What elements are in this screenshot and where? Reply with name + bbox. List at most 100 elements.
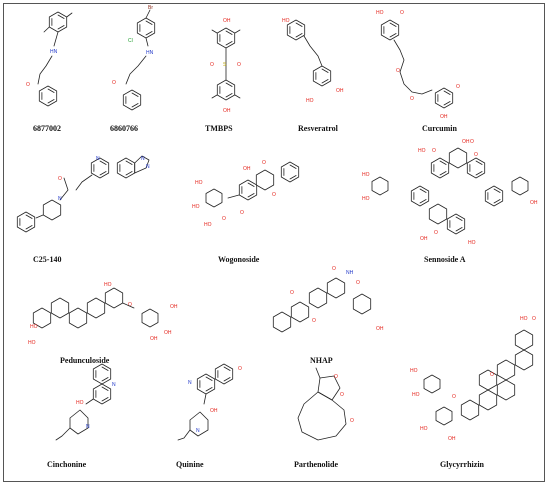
svg-text:N: N: [86, 424, 90, 430]
structure-wogonoside: OH O O O HO HO HO O: [192, 160, 300, 228]
svg-text:N: N: [96, 156, 100, 162]
structure-quinine: N O OH N: [177, 363, 242, 441]
svg-text:O: O: [237, 62, 241, 68]
svg-text:OH: OH: [210, 408, 218, 414]
svg-text:HO: HO: [192, 204, 200, 210]
svg-text:S: S: [223, 62, 227, 68]
svg-text:Cl: Cl: [128, 38, 133, 44]
structure-tmbps: OH OH S O O: [210, 18, 241, 114]
label-cinchonine: Cinchonine: [47, 460, 87, 469]
svg-text:OH: OH: [376, 326, 384, 332]
svg-text:N: N: [112, 382, 116, 388]
svg-text:N: N: [141, 156, 145, 162]
svg-text:O: O: [470, 139, 474, 145]
svg-text:O: O: [334, 374, 338, 380]
label-sennoside-a: Sennoside A: [424, 255, 466, 264]
svg-text:O: O: [490, 372, 494, 378]
label-6877002: 6877002: [33, 124, 61, 133]
structure-pedunculoside: HO HO HO O OH OH OH: [28, 282, 178, 346]
svg-text:OH: OH: [462, 139, 470, 145]
svg-text:HO: HO: [204, 222, 212, 228]
svg-text:OH: OH: [170, 304, 178, 310]
svg-text:HO: HO: [306, 98, 314, 104]
svg-text:HN: HN: [146, 50, 154, 56]
svg-text:HO: HO: [362, 196, 370, 202]
svg-text:N: N: [188, 380, 192, 386]
svg-text:O: O: [356, 280, 360, 286]
svg-text:O: O: [222, 216, 226, 222]
label-wogonoside: Wogonoside: [218, 255, 260, 264]
svg-text:O: O: [350, 418, 354, 424]
svg-text:O: O: [332, 266, 336, 272]
label-c25-140: C25-140: [33, 255, 61, 264]
svg-text:HO: HO: [412, 392, 420, 398]
svg-text:HO: HO: [468, 240, 476, 246]
svg-text:O: O: [128, 302, 132, 308]
structure-glycyrrhizin: HO O O HO HO HO OH O: [410, 316, 536, 442]
label-pedunculoside: Pedunculoside: [60, 356, 110, 365]
svg-text:HO: HO: [30, 324, 38, 330]
svg-text:NH: NH: [346, 270, 354, 276]
svg-text:OH: OH: [150, 336, 158, 342]
svg-text:O: O: [240, 210, 244, 216]
svg-text:OH: OH: [223, 18, 231, 24]
structure-resveratrol: HO HO OH: [282, 18, 344, 104]
svg-text:HO: HO: [195, 180, 203, 186]
structure-nhap: O O NH O OH O: [272, 266, 384, 333]
svg-text:HN: HN: [50, 49, 58, 55]
figure-frame: [3, 3, 545, 482]
label-parthenolide: Parthenolide: [294, 460, 338, 469]
structure-6877002: HN O: [26, 11, 73, 107]
svg-text:HO: HO: [418, 148, 426, 154]
svg-text:O: O: [340, 392, 344, 398]
structure-c25-140: N N N O N: [16, 155, 150, 233]
svg-text:O: O: [456, 84, 460, 90]
svg-text:N: N: [58, 196, 62, 202]
svg-text:O: O: [112, 80, 116, 86]
svg-text:O: O: [400, 10, 404, 16]
svg-text:O: O: [312, 318, 316, 324]
svg-text:HO: HO: [520, 316, 528, 322]
label-quinine: Quinine: [176, 460, 204, 469]
svg-text:HO: HO: [76, 400, 84, 406]
svg-text:OH: OH: [223, 108, 231, 114]
svg-text:HO: HO: [410, 368, 418, 374]
svg-text:O: O: [396, 68, 400, 74]
svg-text:OH: OH: [243, 166, 251, 172]
structure-curcumin: HO O O O O OH: [376, 10, 460, 120]
label-curcumin: Curcumin: [422, 124, 458, 133]
svg-text:O: O: [532, 316, 536, 322]
svg-text:O: O: [290, 290, 294, 296]
label-resveratrol: Resveratrol: [298, 124, 339, 133]
svg-text:HO: HO: [282, 18, 290, 24]
label-glycyrrhizin: Glycyrrhizin: [440, 460, 485, 469]
svg-text:OH: OH: [336, 88, 344, 94]
label-nhap: NHAP: [310, 356, 333, 365]
svg-text:N: N: [146, 164, 150, 170]
svg-text:O: O: [262, 160, 266, 166]
svg-text:O: O: [26, 82, 30, 88]
svg-text:HO: HO: [362, 172, 370, 178]
svg-text:HO: HO: [28, 340, 36, 346]
structure-sennoside-a: HO O OH O O HO HO OH OH HO O: [362, 139, 538, 246]
svg-text:OH: OH: [440, 114, 448, 120]
svg-text:N: N: [196, 428, 200, 434]
svg-text:O: O: [210, 62, 214, 68]
svg-text:O: O: [410, 96, 414, 102]
svg-text:O: O: [474, 152, 478, 158]
structure-cinchonine: N HO N: [55, 363, 116, 441]
svg-text:OH: OH: [164, 330, 172, 336]
svg-text:O: O: [272, 192, 276, 198]
structure-parthenolide: O O O: [297, 367, 354, 441]
label-6860766: 6860766: [110, 124, 138, 133]
svg-text:OH: OH: [530, 200, 538, 206]
svg-text:OH: OH: [420, 236, 428, 242]
svg-text:Br: Br: [148, 5, 153, 11]
svg-text:HO: HO: [420, 426, 428, 432]
svg-text:O: O: [58, 176, 62, 182]
svg-text:O: O: [432, 148, 436, 154]
label-tmbps: TMBPS: [205, 124, 233, 133]
svg-text:HO: HO: [104, 282, 112, 288]
svg-text:O: O: [452, 394, 456, 400]
